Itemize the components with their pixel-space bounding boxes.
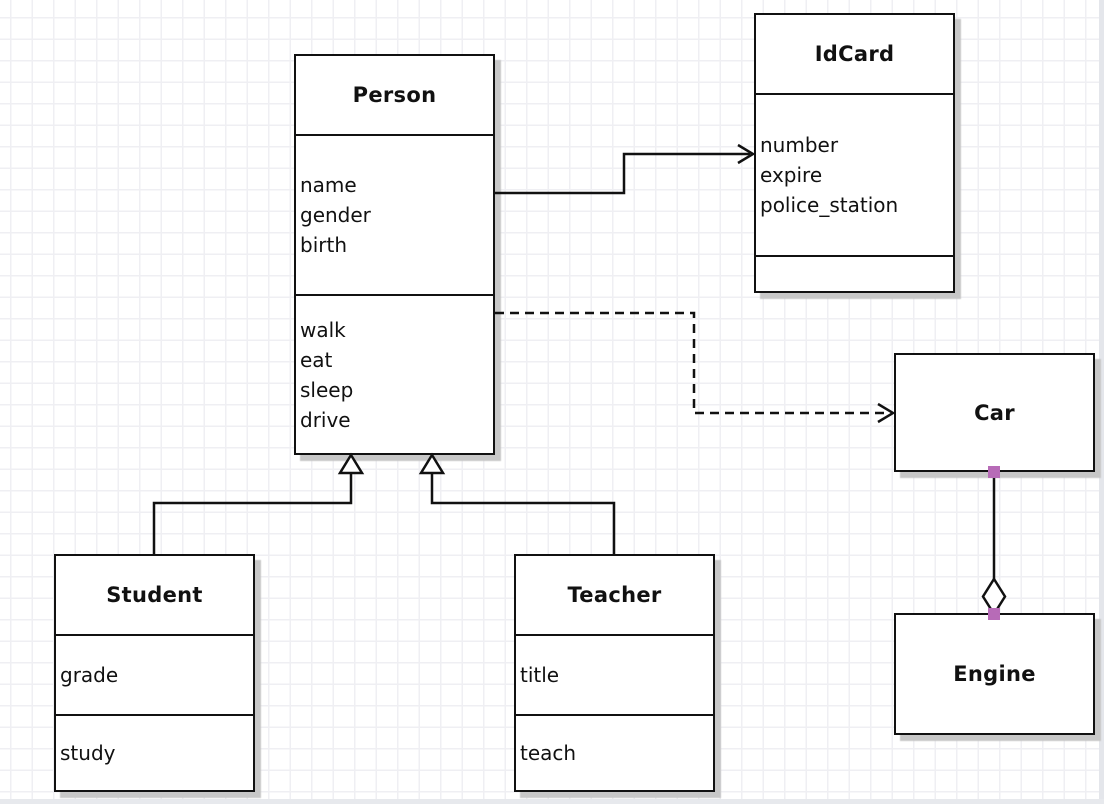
class-student-attributes: grade — [56, 634, 253, 714]
open-arrowhead-icon — [737, 143, 756, 165]
hollow-diamond-icon — [981, 576, 1007, 617]
method: drive — [300, 407, 351, 432]
class-teacher-attributes: title — [516, 634, 713, 714]
class-idcard-title: IdCard — [814, 42, 895, 66]
hollow-triangle-icon — [418, 452, 446, 475]
attribute: name — [300, 173, 357, 197]
class-car[interactable]: Car — [894, 353, 1095, 472]
class-idcard-methods — [756, 255, 953, 291]
class-teacher-title: Teacher — [567, 583, 662, 607]
attribute: gender — [300, 203, 371, 227]
connector-generalization-teacher-person[interactable] — [418, 452, 616, 554]
canvas-edge-bottom — [0, 799, 1104, 804]
connector-dependency-person-car[interactable] — [495, 311, 896, 424]
attribute: birth — [300, 233, 347, 257]
class-person-methods: walk eat sleep drive — [296, 294, 493, 453]
class-teacher[interactable]: Teacher title teach — [514, 554, 715, 792]
attribute: number — [760, 133, 839, 157]
canvas-edge-right — [1099, 0, 1104, 804]
connector-aggregation-car-engine[interactable] — [981, 466, 1007, 620]
connector-association-person-idcard[interactable] — [495, 143, 756, 195]
attribute: police_station — [760, 193, 899, 217]
attribute: expire — [760, 163, 823, 187]
connector-generalization-student-person[interactable] — [152, 452, 365, 554]
method: walk — [300, 317, 346, 342]
attribute: title — [520, 663, 560, 687]
class-person-title: Person — [352, 83, 437, 107]
class-student[interactable]: Student grade study — [54, 554, 255, 792]
method: teach — [520, 741, 577, 765]
class-teacher-methods: teach — [516, 714, 713, 790]
class-student-title: Student — [106, 583, 203, 607]
attribute: grade — [60, 663, 119, 687]
class-engine[interactable]: Engine — [894, 613, 1095, 735]
class-car-title: Car — [974, 400, 1015, 425]
class-person[interactable]: Person name gender birth walk eat sleep … — [294, 54, 495, 455]
open-arrowhead-icon — [877, 402, 896, 424]
method: study — [60, 741, 116, 765]
hollow-triangle-icon — [337, 452, 365, 475]
class-idcard-attributes: number expire police_station — [756, 93, 953, 255]
method: eat — [300, 347, 333, 372]
class-person-attributes: name gender birth — [296, 134, 493, 294]
class-student-methods: study — [56, 714, 253, 790]
class-engine-title: Engine — [953, 662, 1036, 686]
class-idcard[interactable]: IdCard number expire police_station — [754, 13, 955, 293]
method: sleep — [300, 377, 354, 402]
